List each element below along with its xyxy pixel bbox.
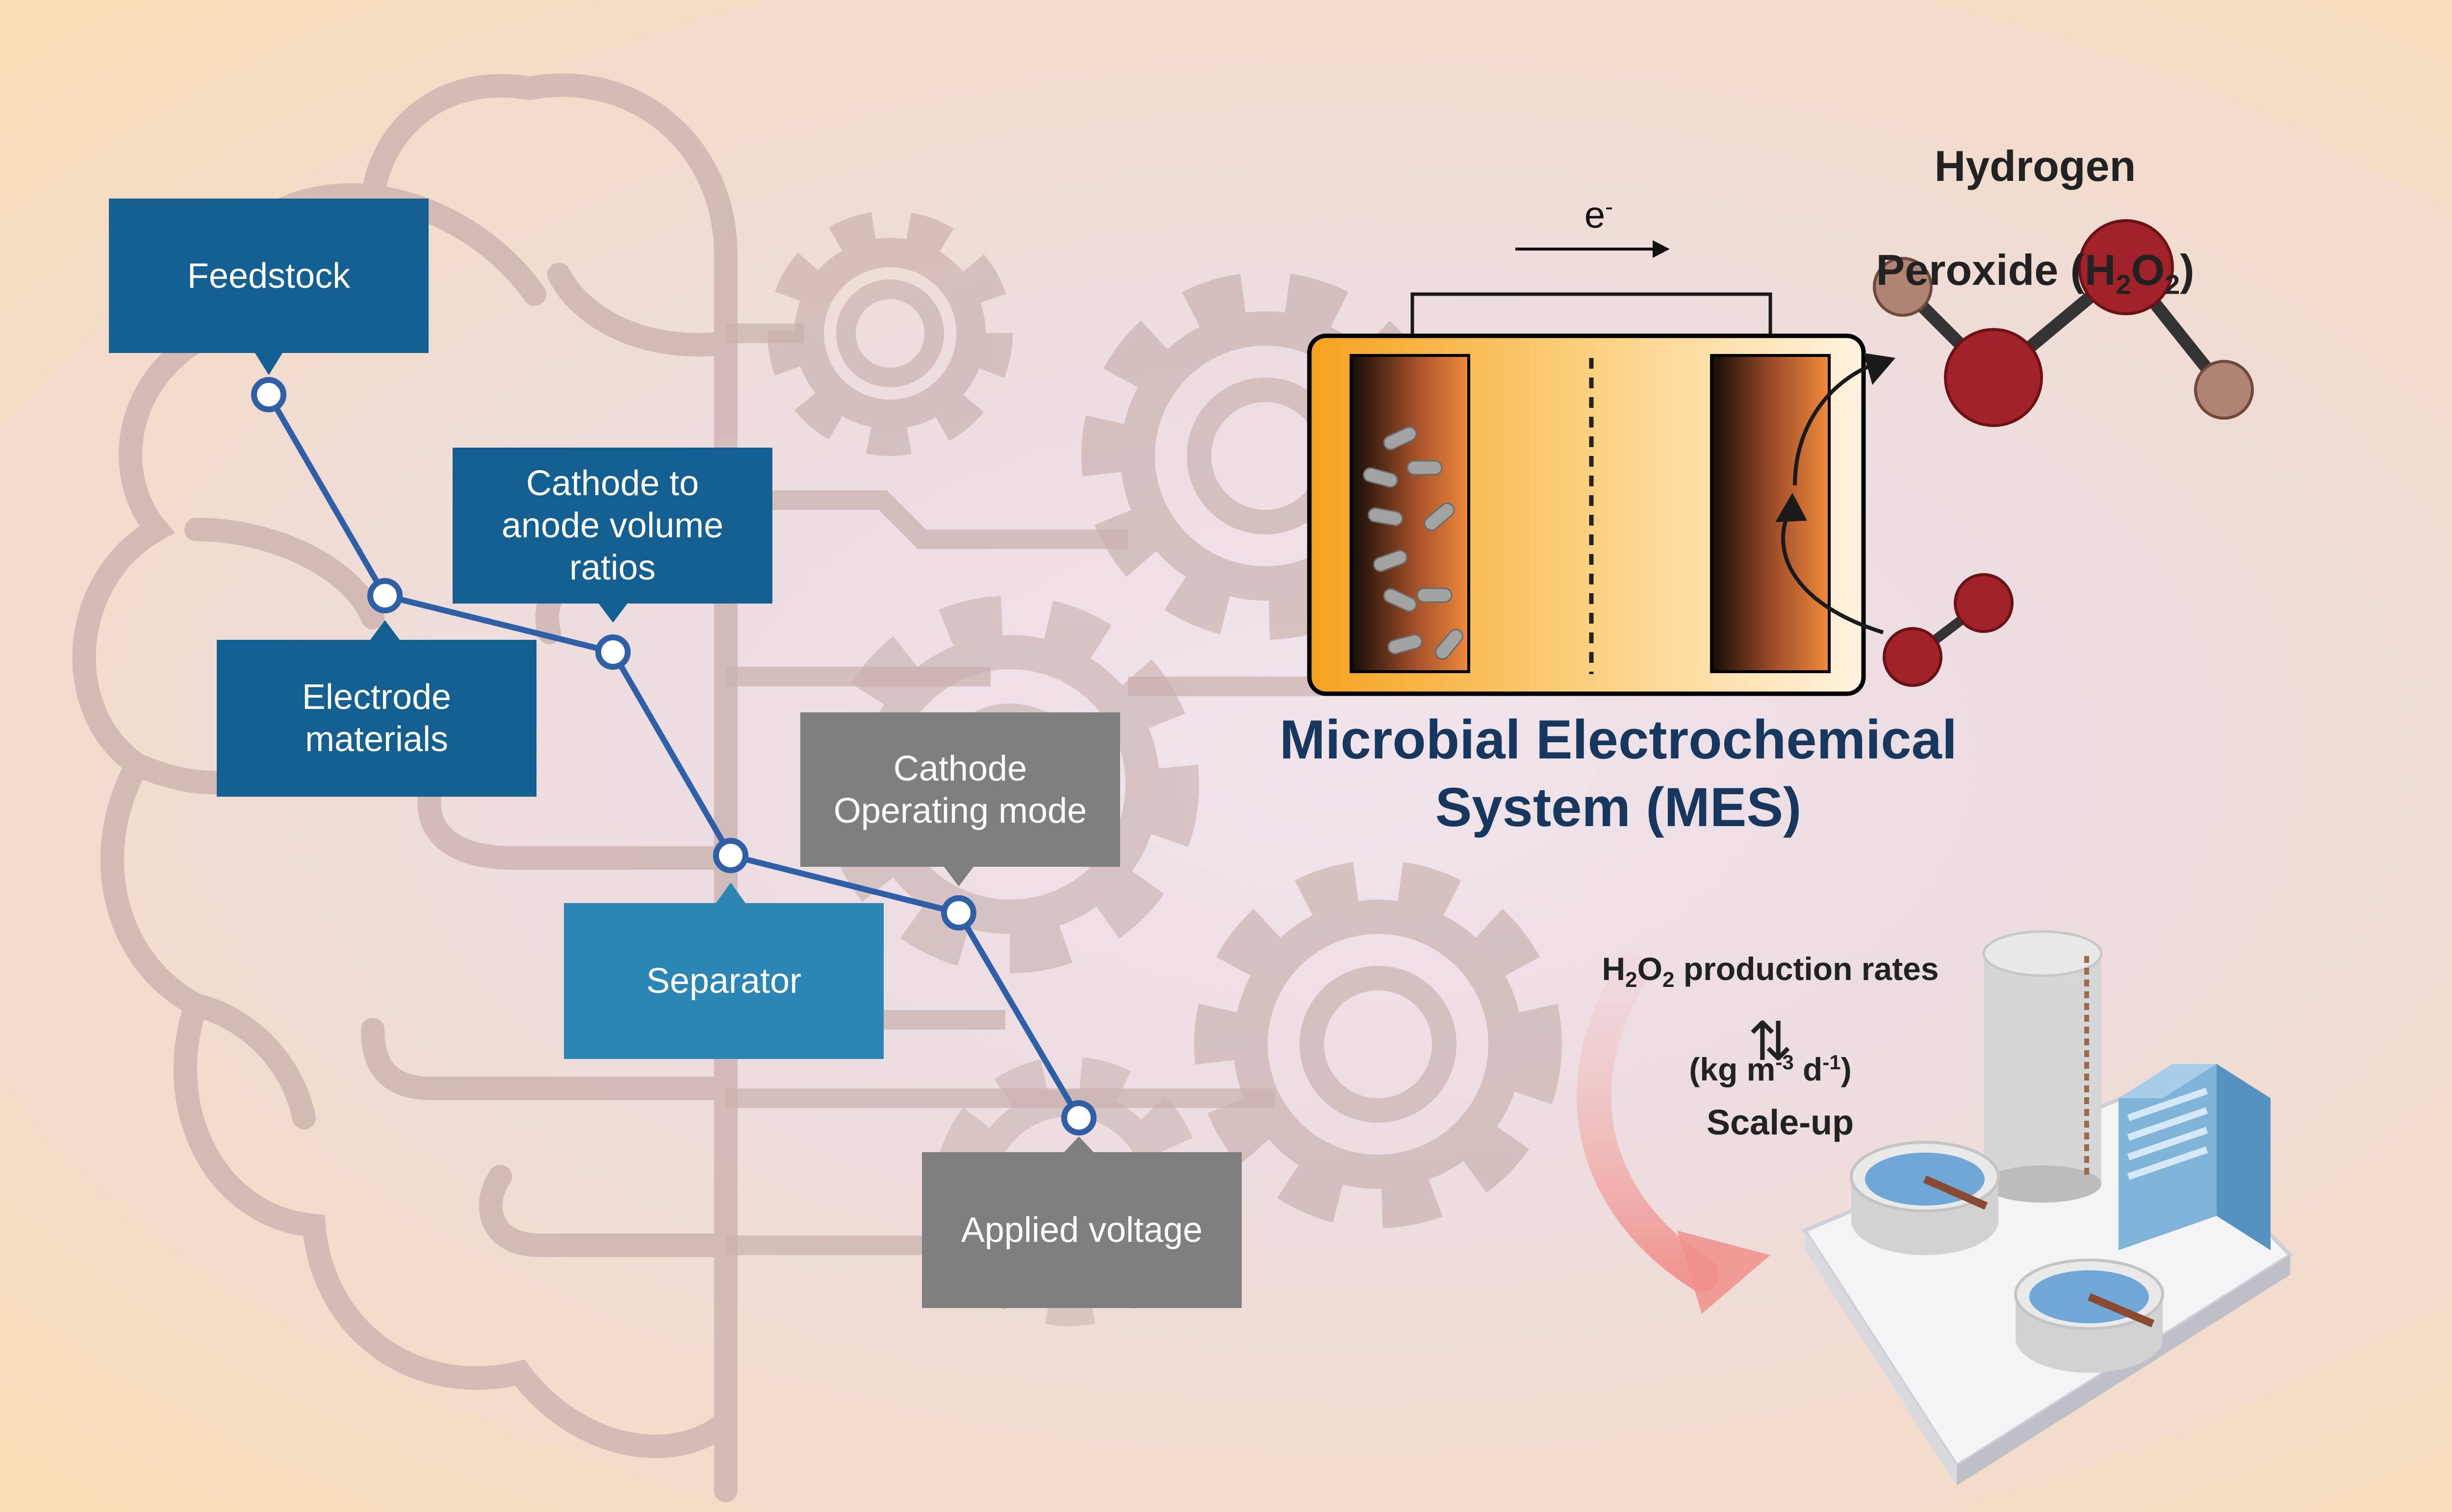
electrode-materials-label: Electrode materials — [302, 678, 452, 759]
path-node — [367, 578, 403, 613]
treatment-plant-icon — [1802, 930, 2294, 1486]
gear-icon — [767, 211, 1013, 456]
production-rate-label: H2O2 production rates (kg m-3 d-1) — [1602, 951, 1939, 1088]
electron-label: e- — [1584, 194, 1613, 236]
feedstock-label: Feedstock — [187, 256, 351, 296]
path-node — [595, 634, 631, 670]
gear-icon — [1194, 860, 1562, 1228]
path-node — [1061, 1100, 1097, 1135]
scale-up-arrow — [1577, 954, 1719, 1292]
volume-ratio-label: Cathode to anode volume ratios — [501, 464, 724, 587]
path-node — [251, 377, 286, 412]
path-node — [941, 895, 976, 931]
electrode-materials-box: Electrode materials — [217, 640, 536, 797]
volume-ratio-box: Cathode to anode volume ratios — [453, 448, 772, 604]
h2o2-molecule-icon — [1873, 219, 2254, 427]
scale-up-label: Scale-up — [1706, 1103, 1854, 1142]
box-pointers — [255, 353, 1094, 1152]
separator-label: Separator — [646, 961, 802, 1001]
applied-voltage-label: Applied voltage — [961, 1210, 1203, 1250]
path-node — [713, 838, 748, 873]
mes-reactor — [1307, 240, 1895, 696]
mes-title: Microbial Electrochemical System (MES) — [1279, 709, 1957, 838]
bacteria-icon — [1363, 426, 1463, 660]
applied-voltage-box: Applied voltage — [922, 1152, 1242, 1308]
feedstock-box: Feedstock — [109, 199, 429, 353]
operating-mode-box: Cathode Operating mode — [800, 712, 1120, 867]
oxygen-molecule-icon — [1883, 573, 2014, 687]
up-down-arrows-icon: ⇅ — [1747, 1011, 1793, 1072]
separator-box: Separator — [564, 903, 884, 1059]
product-title: Hydrogen Peroxide (H2O2) — [1876, 142, 2195, 300]
operating-mode-label: Cathode Operating mode — [833, 749, 1087, 831]
parameter-path — [251, 377, 1097, 1135]
cathode-electrode — [1710, 354, 1831, 673]
